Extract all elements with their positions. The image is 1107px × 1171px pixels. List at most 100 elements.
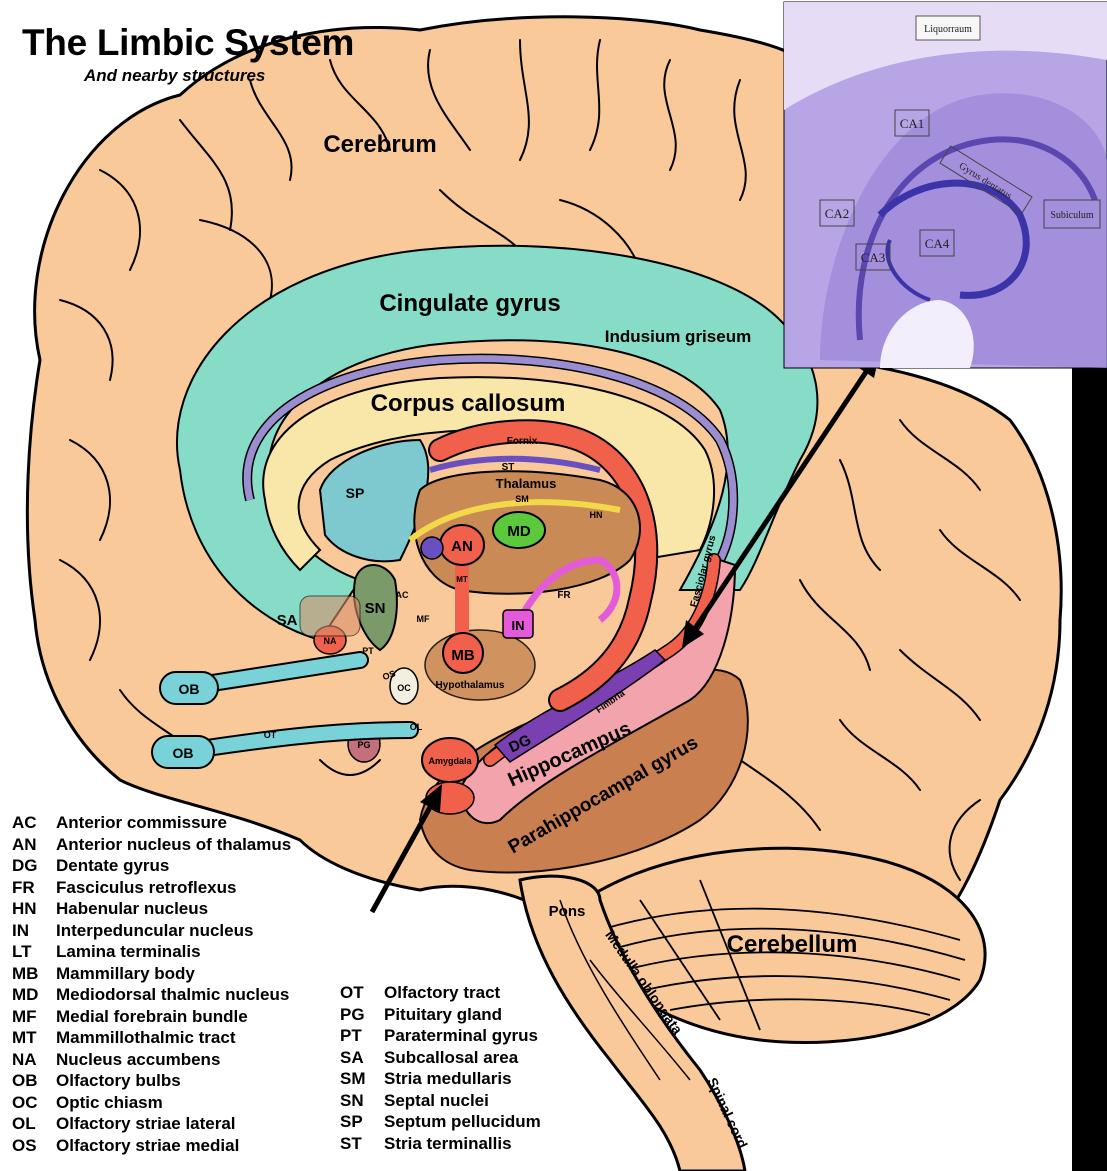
label-ot: OT [264, 730, 277, 740]
legend-name: Olfactory striae lateral [56, 1113, 236, 1135]
label-corpus: Corpus callosum [371, 390, 566, 417]
legend-abbr: AC [12, 812, 56, 834]
legend-abbr: MD [12, 984, 56, 1006]
legend-name: Optic chiasm [56, 1092, 163, 1114]
legend-row: OLOlfactory striae lateral [12, 1113, 291, 1135]
label-na: NA [324, 636, 337, 646]
legend-name: Olfactory bulbs [56, 1070, 181, 1092]
legend-name: Mammillary body [56, 963, 195, 985]
label-pg: PG [357, 740, 370, 750]
legend-name: Olfactory tract [384, 982, 500, 1004]
legend-name: Mediodorsal thalmic nucleus [56, 984, 289, 1006]
legend-row: NANucleus accumbens [12, 1049, 291, 1071]
inset-liquor: Liquorraum [924, 24, 972, 35]
legend-abbr: SA [340, 1047, 384, 1069]
legend-row: OCOptic chiasm [12, 1092, 291, 1114]
label-mt: MT [456, 575, 468, 584]
inset-subiculum: Subiculum [1050, 210, 1094, 221]
label-pt: PT [362, 646, 374, 656]
legend-name: Paraterminal gyrus [384, 1025, 538, 1047]
legend-row: STStria terminallis [340, 1133, 541, 1155]
dark-edge [1072, 360, 1107, 1171]
legend-name: Septum pellucidum [384, 1111, 541, 1133]
legend-abbr: SM [340, 1068, 384, 1090]
legend-abbr: MB [12, 963, 56, 985]
legend-abbr: OC [12, 1092, 56, 1114]
page-title: The Limbic System [22, 22, 354, 64]
label-cerebellum: Cerebellum [727, 931, 858, 958]
label-hn: HN [590, 510, 603, 520]
legend-abbr: PG [340, 1004, 384, 1026]
label-ac: AC [396, 590, 409, 600]
label-cingulate: Cingulate gyrus [379, 290, 560, 317]
label-fornix: Fornix [507, 436, 538, 447]
legend-name: Olfactory striae medial [56, 1135, 239, 1157]
legend-name: Subcallosal area [384, 1047, 518, 1069]
page-subtitle: And nearby structures [84, 66, 354, 86]
legend-name: Nucleus accumbens [56, 1049, 220, 1071]
label-st: ST [502, 462, 515, 473]
label-sm: SM [515, 494, 529, 504]
legend-abbr: FR [12, 877, 56, 899]
label-amygdala: Amygdala [428, 756, 472, 766]
legend-name: Anterior nucleus of thalamus [56, 834, 291, 856]
label-indusium: Indusium griseum [605, 327, 751, 346]
label-hypothalamus: Hypothalamus [436, 680, 505, 691]
label-ob-2: OB [173, 745, 194, 761]
legend-abbr: OL [12, 1113, 56, 1135]
legend-row: MFMedial forebrain bundle [12, 1006, 291, 1028]
legend-abbr: LT [12, 941, 56, 963]
inset-ca4: CA4 [925, 236, 950, 251]
label-mf: MF [417, 614, 430, 624]
label-oc: OC [397, 683, 411, 693]
legend-name: Habenular nucleus [56, 898, 208, 920]
small-purple-node [421, 537, 443, 559]
legend-abbr: SN [340, 1090, 384, 1112]
label-ob-1: OB [179, 681, 200, 697]
legend-name: Septal nuclei [384, 1090, 489, 1112]
label-in: IN [512, 618, 525, 633]
legend-abbr: IN [12, 920, 56, 942]
label-ol: OL [410, 722, 423, 732]
legend-name: Pituitary gland [384, 1004, 502, 1026]
label-cerebrum: Cerebrum [323, 131, 436, 158]
legend-abbr: DG [12, 855, 56, 877]
legend-name: Anterior commissure [56, 812, 227, 834]
label-sa: SA [277, 612, 298, 629]
inset-ca2: CA2 [825, 206, 850, 221]
label-md: MD [507, 523, 530, 540]
legend-abbr: PT [340, 1025, 384, 1047]
legend-abbr: MF [12, 1006, 56, 1028]
legend-abbr: HN [12, 898, 56, 920]
label-sn: SN [365, 600, 386, 617]
label-pons: Pons [549, 903, 586, 920]
hippocampus-histology-inset: Liquorraum CA1 CA2 CA3 CA4 Gyrus dentatu… [784, 2, 1107, 368]
legend-name: Lamina terminalis [56, 941, 201, 963]
legend-abbr: ST [340, 1133, 384, 1155]
label-fr: FR [557, 590, 571, 601]
legend-name: Fasciculus retroflexus [56, 877, 236, 899]
legend-name: Dentate gyrus [56, 855, 169, 877]
inset-ca1: CA1 [900, 116, 925, 131]
legend-abbr: OT [340, 982, 384, 1004]
legend-abbr: AN [12, 834, 56, 856]
label-an: AN [451, 538, 473, 555]
legend-name: Mammillothalmic tract [56, 1027, 236, 1049]
legend-abbr: MT [12, 1027, 56, 1049]
